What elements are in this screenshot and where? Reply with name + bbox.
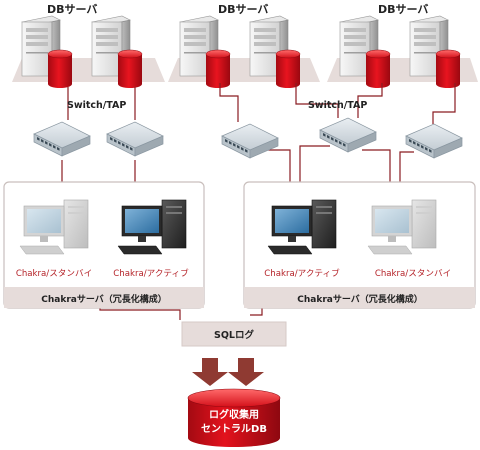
db-group-label: DBサーバ bbox=[47, 3, 97, 16]
node-label: Chakra/アクティブ bbox=[113, 267, 189, 279]
cluster-title: Chakraサーバ（冗長化構成） bbox=[297, 293, 423, 305]
cluster-title-band bbox=[4, 287, 204, 308]
central-db-label-line1: ログ収集用 bbox=[209, 408, 259, 421]
db-server bbox=[91, 15, 143, 88]
network-switch-icon bbox=[106, 121, 164, 157]
db-group-label: DBサーバ bbox=[378, 3, 428, 16]
database-cylinder-icon bbox=[365, 49, 391, 88]
network-switch-icon bbox=[319, 117, 377, 153]
flow-arrows bbox=[192, 358, 264, 386]
connection-line bbox=[396, 151, 414, 197]
db-server bbox=[21, 15, 73, 88]
cylinder-body bbox=[188, 398, 280, 447]
db-server bbox=[249, 15, 301, 88]
workstation-active-icon bbox=[267, 199, 337, 255]
connection-line bbox=[295, 83, 339, 118]
connection-line bbox=[268, 149, 294, 197]
database-cylinder-icon bbox=[435, 49, 461, 88]
network-switch-icon bbox=[221, 123, 279, 159]
sql-log-box: SQLログ bbox=[181, 321, 287, 347]
down-arrow-icon bbox=[228, 358, 264, 386]
server-tower-icon bbox=[91, 15, 131, 77]
down-arrow-icon bbox=[192, 358, 228, 386]
node-label: Chakra/スタンバイ bbox=[375, 268, 451, 279]
database-cylinder-icon bbox=[205, 49, 231, 88]
cluster-title: Chakraサーバ（冗長化構成） bbox=[41, 293, 167, 305]
workstation-standby-icon bbox=[19, 199, 89, 255]
cluster-title-band bbox=[244, 287, 475, 308]
switch-label: Switch/TAP bbox=[308, 100, 367, 111]
connection-line bbox=[357, 83, 383, 118]
cluster-panel-2: Chakraサーバ（冗長化構成） Chakra/アクティブ Chakra/スタン… bbox=[243, 181, 476, 309]
server-tower-icon bbox=[179, 15, 219, 77]
database-cylinder-icon bbox=[47, 49, 73, 88]
switch-label: Switch/TAP bbox=[67, 100, 126, 111]
cylinder-top bbox=[187, 388, 281, 408]
sql-log-label: SQLログ bbox=[214, 329, 254, 341]
connection-line bbox=[296, 145, 330, 197]
connection-line bbox=[362, 149, 394, 197]
db-server bbox=[339, 15, 391, 88]
central-db-label-line2: セントラルDB bbox=[201, 423, 267, 435]
sql-log-frame bbox=[181, 321, 287, 347]
network-switch-icon bbox=[405, 123, 463, 159]
workstation-standby-icon bbox=[367, 199, 437, 255]
db-server bbox=[409, 15, 461, 88]
workstation-active-icon bbox=[117, 199, 187, 255]
database-cylinder-icon bbox=[275, 49, 301, 88]
db-server bbox=[179, 15, 231, 88]
network-switch-icon bbox=[33, 121, 91, 157]
connections bbox=[58, 83, 456, 320]
node-label: Chakra/アクティブ bbox=[264, 267, 340, 279]
node-label: Chakra/スタンバイ bbox=[16, 268, 92, 279]
connection-line bbox=[219, 83, 239, 122]
db-group-label: DBサーバ bbox=[218, 3, 268, 16]
database-cylinder-icon bbox=[117, 49, 143, 88]
connection-line bbox=[432, 83, 456, 124]
central-db-cylinder: ログ収集用 セントラルDB bbox=[187, 388, 281, 447]
